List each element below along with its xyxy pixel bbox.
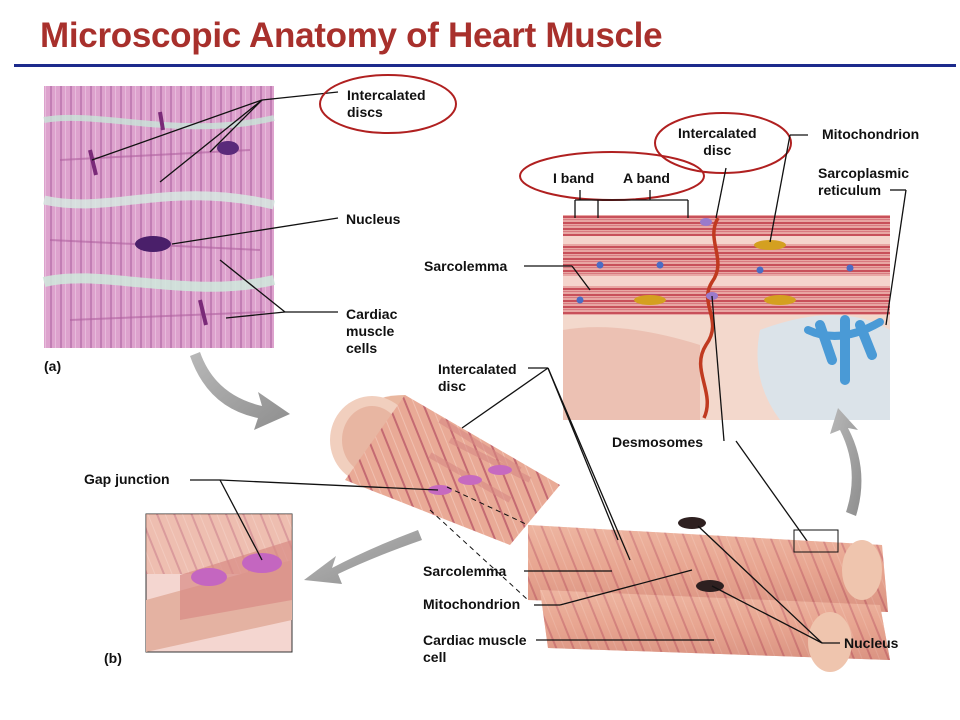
label-desmosomes: Desmosomes bbox=[612, 434, 704, 450]
label-nucleus-a: Nucleus bbox=[346, 211, 401, 227]
leader-lines-top bbox=[524, 134, 907, 549]
label-i-band: I band bbox=[553, 170, 595, 186]
gap-junction-inset bbox=[145, 513, 293, 653]
label-line: Cardiac muscle bbox=[423, 632, 527, 648]
leader-lines-b bbox=[190, 367, 840, 644]
panel-label-b: (b) bbox=[104, 650, 122, 666]
label-sarcolemma-bottom: Sarcolemma bbox=[423, 563, 507, 579]
label-nucleus-b: Nucleus bbox=[844, 635, 899, 651]
label-intercalated-disc-mid: Intercalated disc bbox=[438, 361, 517, 395]
label-mitochondrion-bottom: Mitochondrion bbox=[423, 596, 521, 612]
label-gap-junction: Gap junction bbox=[84, 471, 170, 487]
label-cardiac-muscle-cell: Cardiac muscle cell bbox=[423, 632, 527, 666]
label-line: discs bbox=[347, 104, 383, 120]
label-sarcolemma-top: Sarcolemma bbox=[424, 258, 508, 274]
label-cardiac-muscle-cells: Cardiac muscle cells bbox=[346, 306, 397, 357]
label-intercalated-discs: Intercalated discs bbox=[347, 87, 426, 121]
panel-label-a: (a) bbox=[44, 358, 62, 374]
zoom-arrows bbox=[190, 352, 862, 584]
label-a-band: A band bbox=[623, 170, 670, 186]
label-line: Intercalated bbox=[438, 361, 517, 377]
page-title: Microscopic Anatomy of Heart Muscle bbox=[40, 16, 663, 55]
label-line: cell bbox=[423, 649, 447, 665]
label-line: Cardiac bbox=[346, 306, 398, 322]
label-line: Intercalated bbox=[678, 125, 757, 141]
muscle-fiber-bundle bbox=[330, 395, 890, 672]
title-divider bbox=[14, 64, 956, 67]
label-line: disc bbox=[703, 142, 732, 158]
label-line: Intercalated bbox=[347, 87, 426, 103]
label-line: muscle bbox=[346, 323, 395, 339]
label-line: Sarcoplasmic bbox=[818, 165, 910, 181]
label-line: disc bbox=[438, 378, 467, 394]
sarcomere-block bbox=[563, 215, 890, 420]
micrograph bbox=[42, 86, 276, 348]
label-intercalated-disc-top: Intercalated disc bbox=[678, 125, 757, 159]
label-sarcoplasmic-reticulum: Sarcoplasmic reticulum bbox=[818, 165, 909, 199]
label-mitochondrion-top: Mitochondrion bbox=[822, 126, 920, 142]
label-line: reticulum bbox=[818, 182, 882, 198]
label-line: cells bbox=[346, 340, 378, 356]
